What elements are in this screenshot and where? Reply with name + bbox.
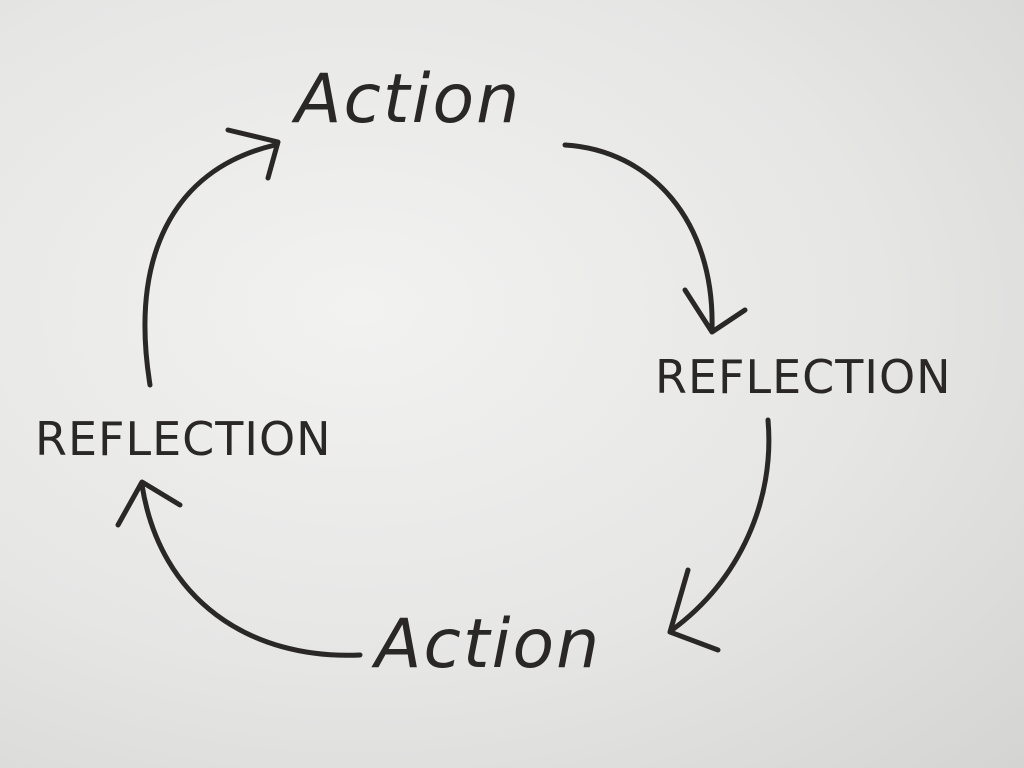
arrow-reflection-to-action-top bbox=[142, 142, 278, 388]
node-reflection-left: REFLECTION bbox=[35, 412, 332, 466]
node-reflection-right: REFLECTION bbox=[655, 350, 952, 404]
arrowhead-left-bottom bbox=[115, 479, 183, 528]
arrow-reflection-to-action bbox=[669, 417, 772, 633]
node-action-bottom: Action bbox=[375, 605, 602, 684]
arrowhead-left-top bbox=[225, 127, 281, 181]
arrowhead-right-top bbox=[682, 287, 748, 335]
arrow-action-to-reflection-left bbox=[139, 482, 363, 658]
node-action-top: Action bbox=[295, 60, 522, 139]
arrowhead-right-bottom bbox=[667, 567, 721, 653]
arrow-action-to-reflection bbox=[562, 142, 715, 333]
